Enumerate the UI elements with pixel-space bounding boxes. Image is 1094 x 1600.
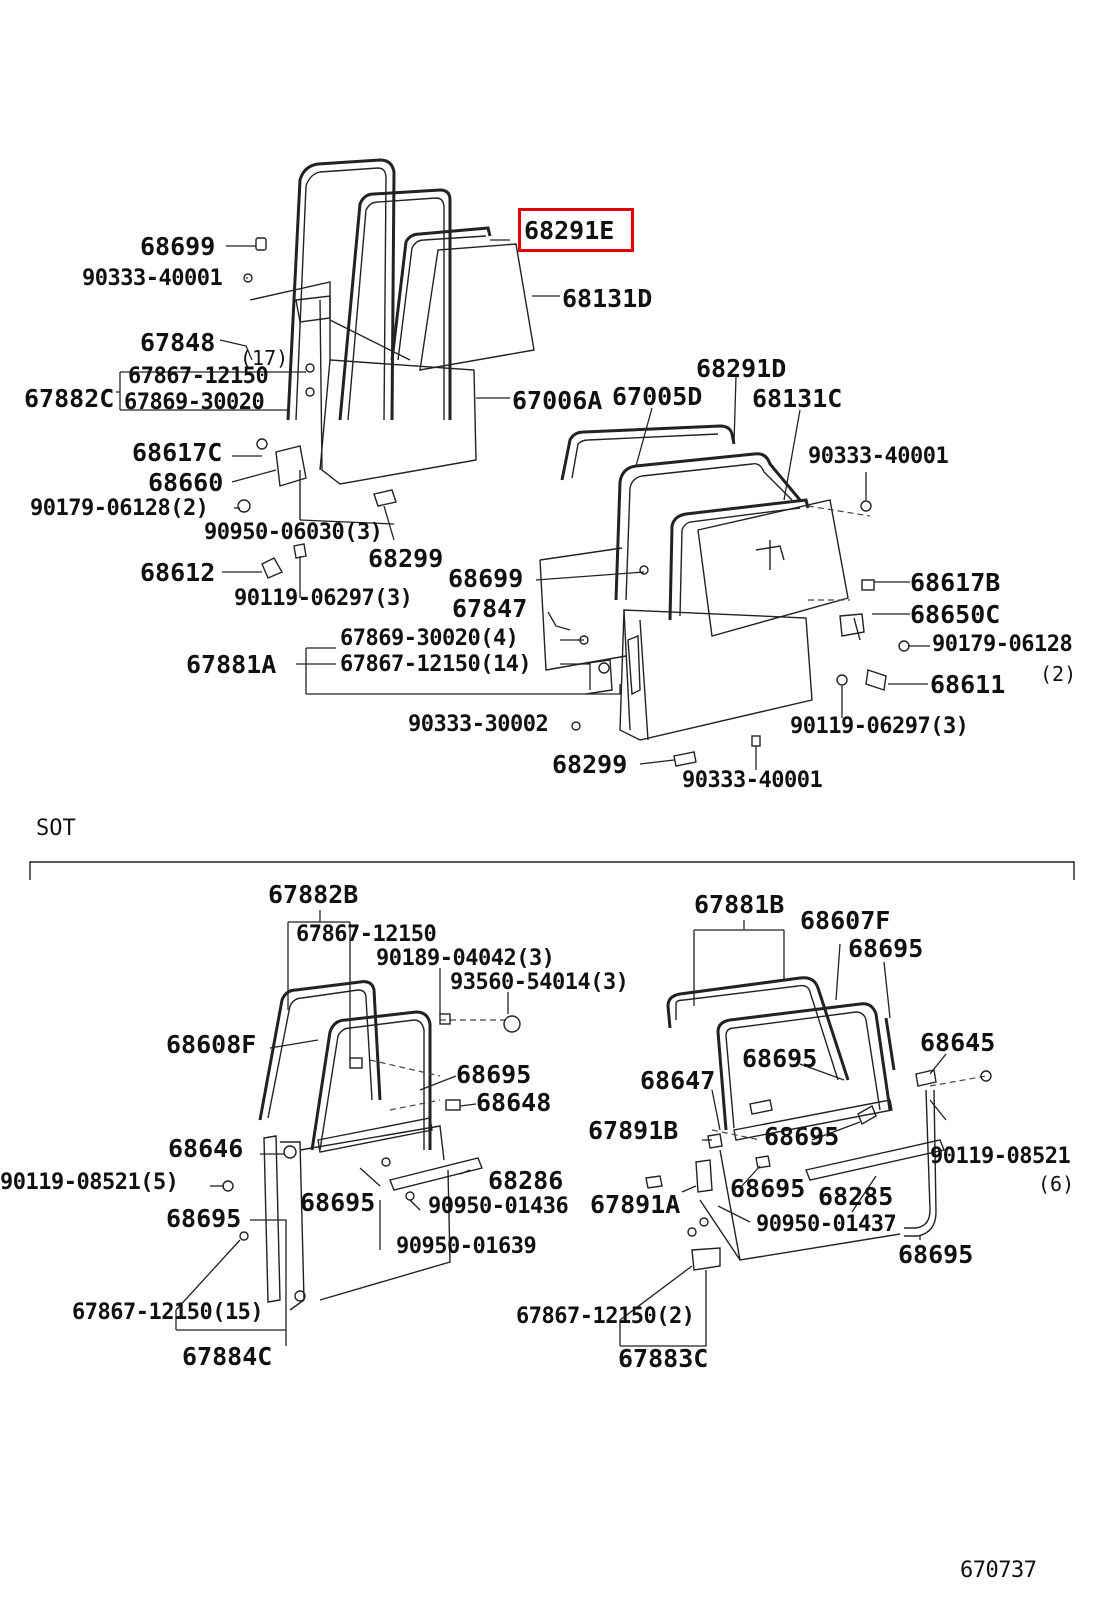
part-label-90333-40001-c[interactable]: 90333-40001 bbox=[682, 768, 823, 793]
part-label-67881b[interactable]: 67881B bbox=[694, 890, 785, 919]
leaders-bottom-left bbox=[175, 910, 509, 1346]
part-label-68660[interactable]: 68660 bbox=[148, 468, 224, 497]
part-label-90333-30002[interactable]: 90333-30002 bbox=[408, 712, 549, 737]
part-label-67891a[interactable]: 67891A bbox=[590, 1190, 681, 1219]
part-label-67869-30020-b[interactable]: 67869-30020(4) bbox=[340, 626, 519, 651]
part-label-67847[interactable]: 67847 bbox=[452, 594, 528, 623]
part-label-68648[interactable]: 68648 bbox=[476, 1088, 552, 1117]
part-label-68299-b[interactable]: 68299 bbox=[552, 750, 628, 779]
part-label-67867-12150-d[interactable]: 67867-12150(15) bbox=[72, 1300, 264, 1325]
quantity-note: (17) bbox=[240, 346, 289, 370]
run-channel bbox=[338, 188, 452, 421]
part-label-68695-a[interactable]: 68695 bbox=[456, 1060, 532, 1089]
part-label-67869-30020[interactable]: 67869-30020 bbox=[124, 390, 265, 415]
part-label-90950-01639[interactable]: 90950-01639 bbox=[396, 1234, 537, 1259]
door-glass bbox=[419, 243, 535, 371]
part-label-68646[interactable]: 68646 bbox=[168, 1134, 244, 1163]
part-label-68291d[interactable]: 68291D bbox=[696, 354, 787, 383]
leaders-bottom-right bbox=[619, 920, 947, 1347]
part-label-68285[interactable]: 68285 bbox=[818, 1182, 894, 1211]
part-label-68617c[interactable]: 68617C bbox=[132, 438, 223, 467]
leaders-top-right bbox=[296, 375, 930, 770]
part-label-90333-40001-b[interactable]: 90333-40001 bbox=[808, 444, 949, 469]
door-panel bbox=[249, 281, 477, 485]
part-label-90950-01437[interactable]: 90950-01437 bbox=[756, 1212, 897, 1237]
part-label-90119-06297-b[interactable]: 90119-06297(3) bbox=[790, 714, 969, 739]
part-label-90119-06297[interactable]: 90119-06297(3) bbox=[234, 586, 413, 611]
part-label-93560-54014[interactable]: 93560-54014(3) bbox=[450, 970, 629, 995]
part-label-67867-12150-b[interactable]: 67867-12150(14) bbox=[340, 652, 532, 677]
part-label-90950-01436[interactable]: 90950-01436 bbox=[428, 1194, 569, 1219]
part-label-68699-b[interactable]: 68699 bbox=[448, 564, 524, 593]
part-label-67881a[interactable]: 67881A bbox=[186, 650, 277, 679]
part-label-68695-h[interactable]: 68695 bbox=[898, 1240, 974, 1269]
part-label-68695-d[interactable]: 68695 bbox=[848, 934, 924, 963]
drawing-number: 670737 bbox=[960, 1558, 1037, 1583]
part-label-68608f[interactable]: 68608F bbox=[166, 1030, 257, 1059]
part-label-68695-c[interactable]: 68695 bbox=[300, 1188, 376, 1217]
part-label-67883c[interactable]: 67883C bbox=[618, 1344, 709, 1373]
door-panel-rear bbox=[619, 609, 813, 741]
part-label-68617b[interactable]: 68617B bbox=[910, 568, 1001, 597]
sot-right-assembly bbox=[645, 976, 992, 1271]
part-label-68695-b[interactable]: 68695 bbox=[166, 1204, 242, 1233]
part-label-90333-40001[interactable]: 90333-40001 bbox=[82, 266, 223, 291]
part-label-68131d[interactable]: 68131D bbox=[562, 284, 653, 313]
part-label-68607f[interactable]: 68607F bbox=[800, 906, 891, 935]
part-label-90950-06030[interactable]: 90950-06030(3) bbox=[204, 520, 383, 545]
part-label-68695-e[interactable]: 68695 bbox=[742, 1044, 818, 1073]
part-label-68695-f[interactable]: 68695 bbox=[764, 1122, 840, 1151]
part-label-67848[interactable]: 67848 bbox=[140, 328, 216, 357]
part-label-68299[interactable]: 68299 bbox=[368, 544, 444, 573]
part-label-67867-12150-e[interactable]: 67867-12150(2) bbox=[516, 1304, 695, 1329]
quantity-note-2: (2) bbox=[1040, 662, 1077, 686]
part-label-68286[interactable]: 68286 bbox=[488, 1166, 564, 1195]
highlight-box-68291e[interactable] bbox=[518, 208, 634, 252]
sot-left-assembly bbox=[222, 980, 521, 1311]
part-label-67867-12150-c[interactable]: 67867-12150 bbox=[296, 922, 437, 947]
part-label-67006a[interactable]: 67006A bbox=[512, 386, 603, 415]
front-door-assembly bbox=[237, 158, 535, 579]
part-label-68291e[interactable]: 68291E bbox=[524, 216, 615, 245]
part-label-67891b[interactable]: 67891B bbox=[588, 1116, 679, 1145]
weatherstrip-outer bbox=[286, 158, 396, 421]
section-label: SOT bbox=[36, 816, 76, 841]
door-frame-rear bbox=[614, 452, 802, 601]
part-label-68131c[interactable]: 68131C bbox=[752, 384, 843, 413]
part-label-90119-08521-b[interactable]: 90119-08521 bbox=[930, 1144, 1071, 1169]
part-label-90179-06128-b[interactable]: 90179-06128 bbox=[932, 632, 1073, 657]
part-label-67884c[interactable]: 67884C bbox=[182, 1342, 273, 1371]
part-label-68645[interactable]: 68645 bbox=[920, 1028, 996, 1057]
leaders-top-left bbox=[116, 239, 560, 598]
part-label-67867-12150[interactable]: 67867-12150 bbox=[128, 364, 269, 389]
part-label-68695-g[interactable]: 68695 bbox=[730, 1174, 806, 1203]
part-label-67005d[interactable]: 67005D bbox=[612, 382, 703, 411]
part-label-90179-06128[interactable]: 90179-06128(2) bbox=[30, 496, 209, 521]
sot-bracket bbox=[29, 861, 1075, 880]
door-glass-rear bbox=[697, 499, 849, 637]
part-label-90119-08521[interactable]: 90119-08521(5) bbox=[0, 1170, 179, 1195]
quantity-note-6: (6) bbox=[1038, 1172, 1075, 1196]
part-label-68612[interactable]: 68612 bbox=[140, 558, 216, 587]
part-label-67882b[interactable]: 67882B bbox=[268, 880, 359, 909]
part-label-67882c[interactable]: 67882C bbox=[24, 384, 115, 413]
part-label-68650c[interactable]: 68650C bbox=[910, 600, 1001, 629]
part-label-68647[interactable]: 68647 bbox=[640, 1066, 716, 1095]
part-label-68611[interactable]: 68611 bbox=[930, 670, 1006, 699]
part-label-90189-04042[interactable]: 90189-04042(3) bbox=[376, 946, 555, 971]
part-label-68699[interactable]: 68699 bbox=[140, 232, 216, 261]
